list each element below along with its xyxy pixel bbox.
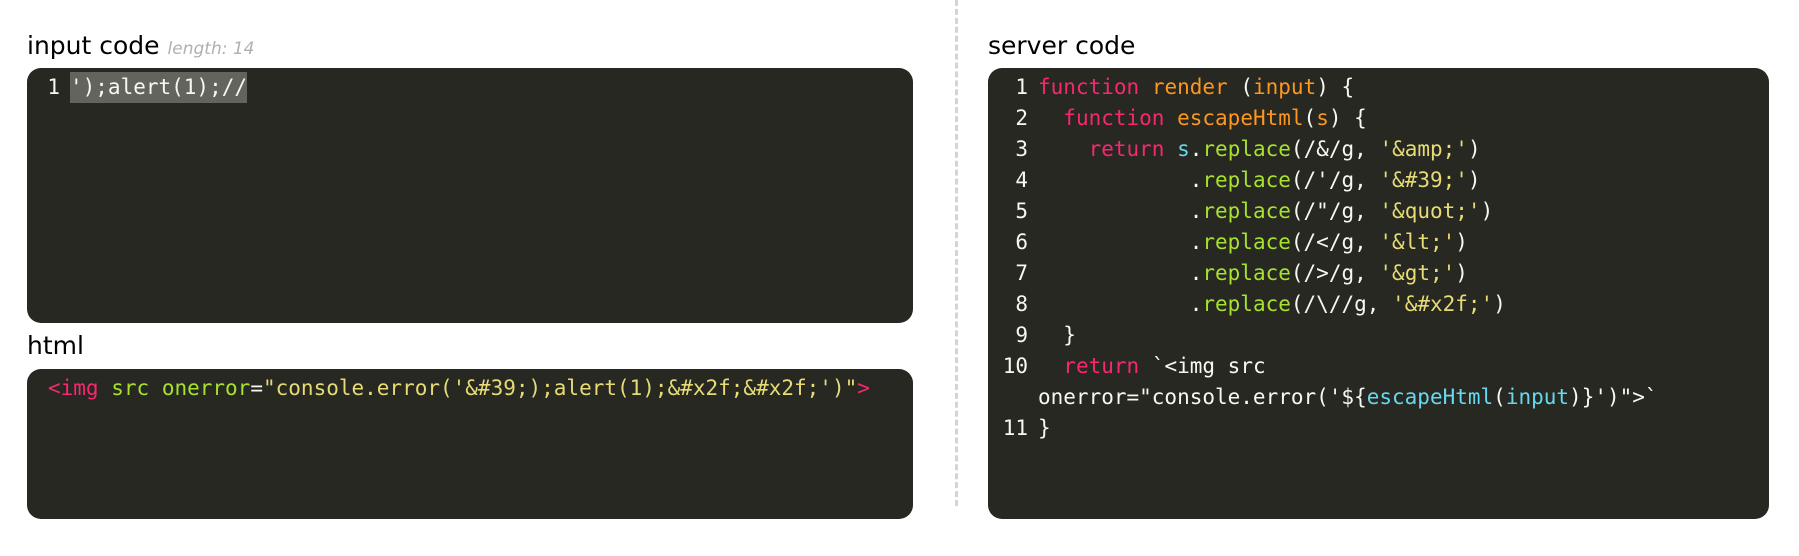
- code-line-2: 2 function escapeHtml(s) {: [1015, 106, 1367, 130]
- code-line-11: 11 }: [1002, 416, 1051, 440]
- input-code-title: input code: [27, 31, 160, 60]
- input-code-text[interactable]: ');alert(1);//: [70, 72, 248, 103]
- server-code-editor: 1 function render (input) { 2 function e…: [988, 68, 1769, 519]
- code-line-3: 3 return s.replace(/&/g, '&amp;'): [1015, 137, 1481, 161]
- code-line-7: 7 .replace(/>/g, '&gt;'): [1015, 261, 1468, 285]
- code-line-6: 6 .replace(/</g, '&lt;'): [1015, 230, 1468, 254]
- code-line-8: 8 .replace(/\//g, '&#x2f;'): [1015, 292, 1506, 316]
- input-code-editor[interactable]: 1 ');alert(1);//: [27, 68, 913, 323]
- code-line-10: 10 return `<img src: [1002, 354, 1266, 378]
- html-heading: html: [27, 333, 84, 358]
- input-code-heading: input code length: 14: [27, 33, 255, 58]
- code-line-10-wrap: onerror="console.error('${escapeHtml(inp…: [1038, 385, 1658, 409]
- html-line: <img src onerror="console.error('&#39;);…: [48, 373, 913, 404]
- code-line-9: 9 }: [1015, 323, 1076, 347]
- server-code-title: server code: [988, 31, 1136, 60]
- server-code-heading: server code: [988, 33, 1135, 58]
- html-title: html: [27, 331, 84, 360]
- input-line[interactable]: 1 ');alert(1);//: [27, 72, 913, 103]
- line-number: 1: [47, 75, 60, 99]
- length-label: length: 14: [167, 39, 255, 59]
- html-code: <img src onerror="console.error('&#39;);…: [48, 376, 870, 400]
- column-divider: [955, 0, 958, 506]
- code-line-5: 5 .replace(/"/g, '&quot;'): [1015, 199, 1494, 223]
- html-output: <img src onerror="console.error('&#39;);…: [27, 369, 913, 519]
- code-line-4: 4 .replace(/'/g, '&#39;'): [1015, 168, 1481, 192]
- code-line-1: 1 function render (input) {: [1015, 75, 1355, 99]
